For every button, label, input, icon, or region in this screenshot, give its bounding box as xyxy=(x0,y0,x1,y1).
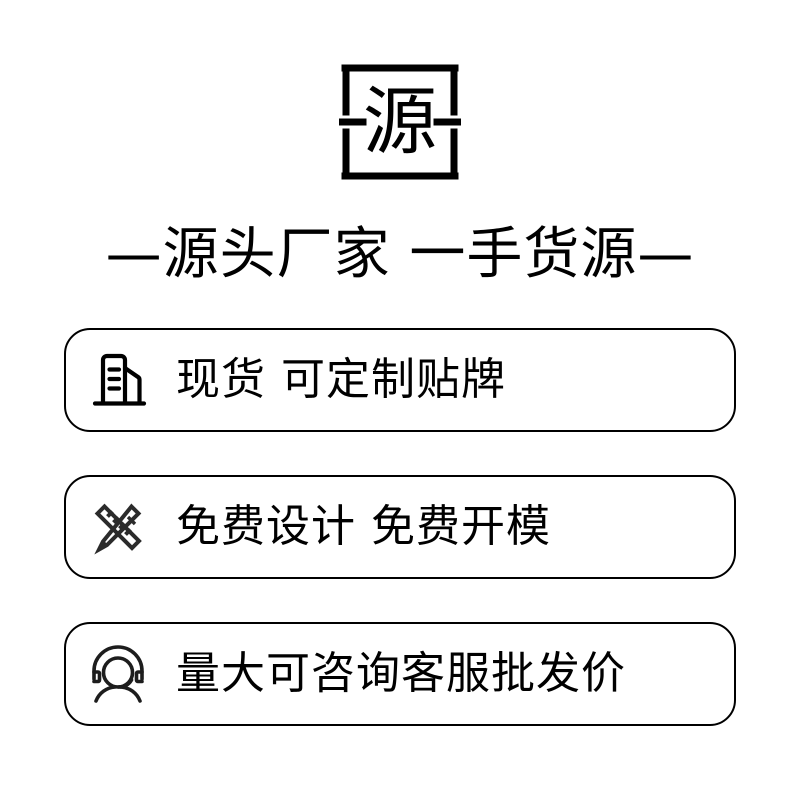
headset-support-icon xyxy=(66,622,170,726)
brand-logo: 源 xyxy=(0,52,800,192)
feature-card-label: 量大可咨询客服批发价 xyxy=(176,648,626,699)
logo-frame-icon xyxy=(339,64,461,180)
feature-card-label: 免费设计 免费开模 xyxy=(176,501,551,552)
feature-card-stock[interactable]: 现货 可定制贴牌 xyxy=(64,328,736,432)
logo-character: 源 xyxy=(363,79,437,165)
headline-text: —源头厂家 一手货源— xyxy=(105,222,695,287)
feature-card-list: 现货 可定制贴牌 xyxy=(64,328,736,726)
factory-building-icon xyxy=(66,328,170,432)
feature-card-support[interactable]: 量大可咨询客服批发价 xyxy=(64,622,736,726)
feature-card-label: 现货 可定制贴牌 xyxy=(176,354,506,405)
feature-card-design[interactable]: 免费设计 免费开模 xyxy=(64,475,736,579)
logo-mark: 源 xyxy=(339,61,461,183)
ruler-pencil-icon xyxy=(66,475,170,579)
